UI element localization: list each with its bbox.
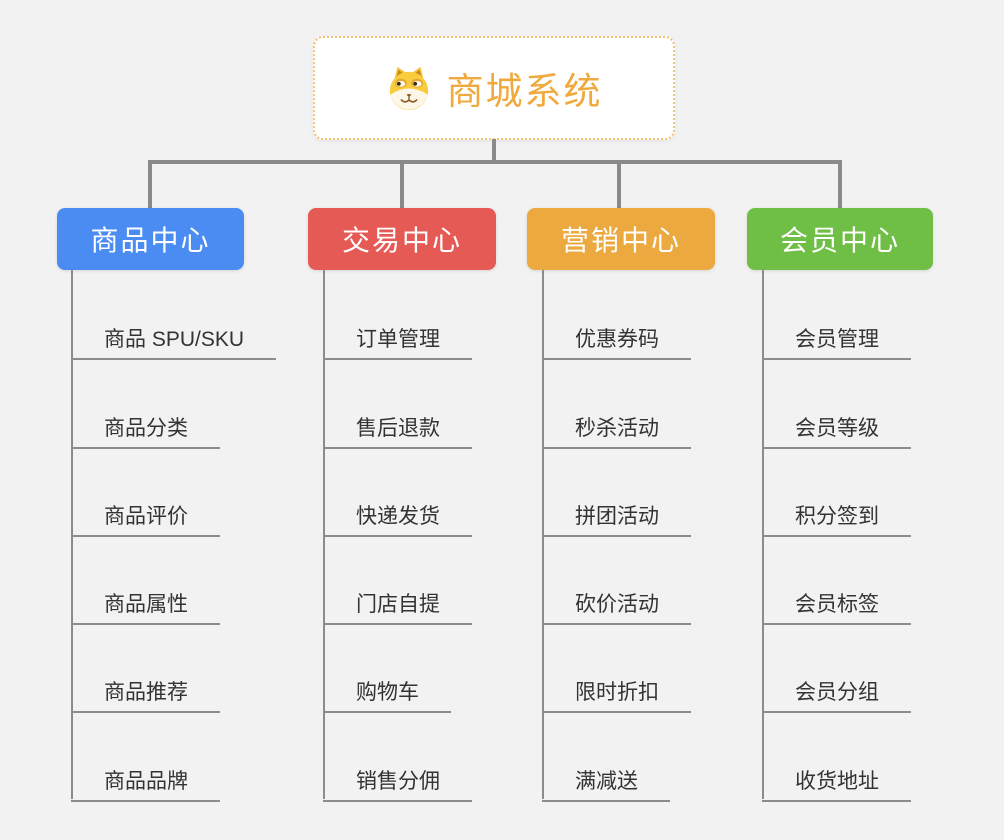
child-label: 优惠券码 — [575, 328, 659, 351]
child-node[interactable]: 秒杀活动 — [542, 400, 691, 449]
child-label: 商品评价 — [104, 505, 188, 528]
child-label: 商品属性 — [104, 593, 188, 616]
child-label: 快递发货 — [356, 505, 440, 528]
child-node[interactable]: 积分签到 — [762, 488, 911, 537]
branch-label: 会员中心 — [779, 225, 900, 256]
branch-node-trade[interactable]: 交易中心 — [308, 208, 496, 270]
child-node[interactable]: 优惠券码 — [542, 311, 691, 360]
child-label: 商品推荐 — [104, 681, 188, 704]
child-node[interactable]: 商品分类 — [71, 400, 220, 449]
child-label: 会员等级 — [795, 417, 879, 440]
child-node[interactable]: 商品 SPU/SKU — [71, 311, 277, 360]
child-label: 商品 SPU/SKU — [104, 328, 245, 351]
connector-drop-marketing — [617, 162, 621, 208]
branch-node-marketing[interactable]: 营销中心 — [527, 208, 715, 270]
child-node[interactable]: 会员管理 — [762, 311, 911, 360]
child-label: 砍价活动 — [575, 593, 659, 616]
connector-drop-member — [838, 162, 842, 208]
child-label: 限时折扣 — [575, 681, 659, 704]
child-node[interactable]: 快递发货 — [323, 488, 472, 537]
child-node[interactable]: 商品推荐 — [71, 664, 220, 713]
child-node[interactable]: 满减送 — [542, 753, 670, 802]
child-node[interactable]: 销售分佣 — [323, 753, 472, 802]
child-label: 门店自提 — [356, 593, 440, 616]
child-label: 积分签到 — [795, 505, 879, 528]
tree-line-member — [762, 270, 764, 799]
tree-line-goods — [71, 270, 73, 799]
branch-label: 营销中心 — [560, 225, 681, 256]
child-node[interactable]: 门店自提 — [323, 576, 472, 625]
branch-node-member[interactable]: 会员中心 — [747, 208, 933, 270]
branch-node-goods[interactable]: 商品中心 — [57, 208, 244, 270]
root-node[interactable]: 商城系统 — [313, 36, 675, 140]
child-node[interactable]: 商品属性 — [71, 576, 220, 625]
shiba-dog-icon — [389, 66, 428, 111]
child-node[interactable]: 订单管理 — [323, 311, 472, 360]
child-node[interactable]: 收货地址 — [762, 753, 911, 802]
child-node[interactable]: 会员标签 — [762, 576, 911, 625]
child-label: 满减送 — [575, 770, 638, 793]
branch-label: 交易中心 — [341, 225, 462, 256]
connector-trunk-horizontal — [148, 160, 842, 164]
child-node[interactable]: 拼团活动 — [542, 488, 691, 537]
connector-drop-trade — [400, 162, 404, 208]
child-label: 会员管理 — [795, 328, 879, 351]
child-label: 秒杀活动 — [575, 417, 659, 440]
child-node[interactable]: 会员分组 — [762, 664, 911, 713]
child-label: 拼团活动 — [575, 505, 659, 528]
child-label: 售后退款 — [356, 417, 440, 440]
child-node[interactable]: 商品品牌 — [71, 753, 220, 802]
child-node[interactable]: 购物车 — [323, 664, 451, 713]
child-label: 商品品牌 — [104, 770, 188, 793]
child-label: 销售分佣 — [356, 770, 440, 793]
tree-line-marketing — [542, 270, 544, 799]
child-node[interactable]: 售后退款 — [323, 400, 472, 449]
child-label: 会员标签 — [795, 593, 879, 616]
child-node[interactable]: 会员等级 — [762, 400, 911, 449]
child-node[interactable]: 限时折扣 — [542, 664, 691, 713]
child-label: 收货地址 — [795, 770, 879, 793]
connector-drop-goods — [148, 162, 152, 208]
child-node[interactable]: 商品评价 — [71, 488, 220, 537]
child-node[interactable]: 砍价活动 — [542, 576, 691, 625]
child-label: 购物车 — [356, 681, 419, 704]
connector-trunk-vertical — [492, 139, 496, 162]
child-label: 商品分类 — [104, 417, 188, 440]
child-label: 会员分组 — [795, 681, 879, 704]
tree-line-trade — [323, 270, 325, 799]
root-title: 商城系统 — [446, 71, 603, 112]
child-label: 订单管理 — [356, 328, 440, 351]
branch-label: 商品中心 — [90, 225, 211, 256]
